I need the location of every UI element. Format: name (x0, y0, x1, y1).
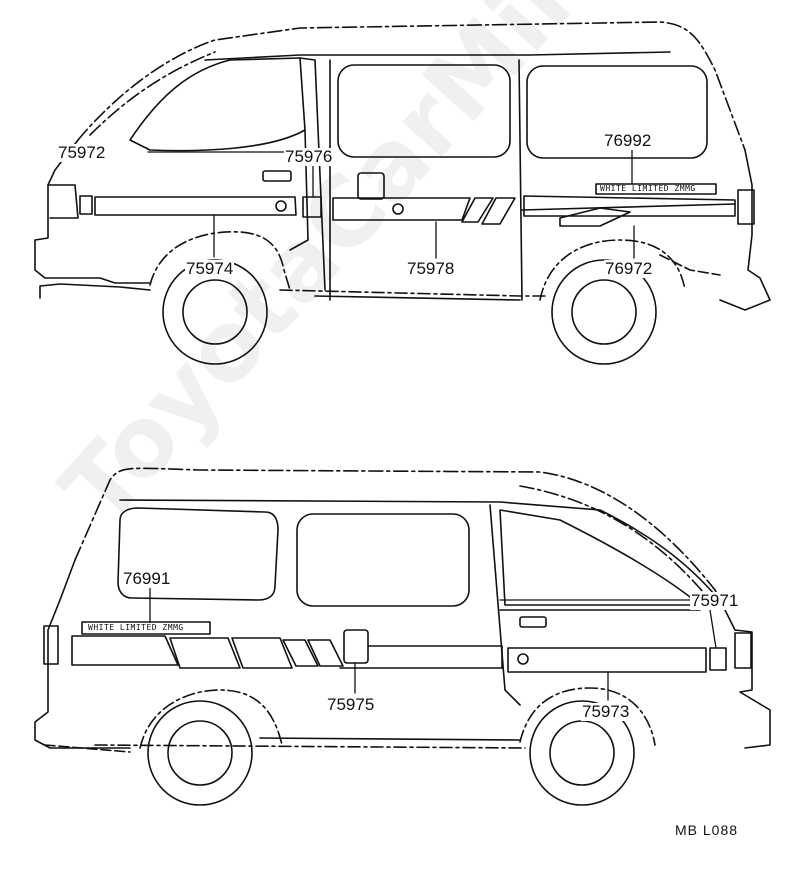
bottom-van-rear-wheel (147, 700, 253, 806)
bottom-van-roof-line (74, 467, 716, 591)
top-van-badge (595, 183, 717, 195)
callout-75975: 75975 (326, 695, 376, 714)
callout-76992: 76992 (603, 131, 653, 150)
top-van-stripe-middle (332, 197, 471, 221)
top-van-middle-window (337, 64, 511, 158)
callout-75976: 75976 (284, 147, 334, 166)
top-van-rear-window (526, 65, 708, 159)
top-van-roof-line (77, 21, 746, 151)
top-van (34, 21, 771, 365)
top-van-front (34, 139, 151, 284)
leader-lines (147, 149, 717, 701)
bottom-van (34, 467, 771, 806)
top-badge-lettering: WHITE LIMITED ZMMG (600, 184, 696, 193)
bottom-van-rear-window (117, 507, 279, 601)
callout-75971: 75971 (690, 591, 740, 610)
callout-76991: 76991 (122, 569, 172, 588)
bottom-van-middle-window (296, 513, 470, 607)
bottom-van-front-wheel (529, 700, 635, 806)
top-van-front-window (129, 57, 306, 152)
top-van-stripe-front (94, 196, 297, 216)
bottom-van-badge (81, 621, 211, 635)
callout-75974: 75974 (185, 259, 235, 278)
bottom-badge-lettering: WHITE LIMITED ZMMG (88, 623, 184, 632)
callout-75973: 75973 (581, 702, 631, 721)
callout-75978: 75978 (406, 259, 456, 278)
bottom-van-stripe-front (507, 647, 707, 673)
reference-code: MB L088 (675, 822, 739, 838)
bottom-van-stripe-rear (71, 635, 179, 666)
callout-75972: 75972 (57, 143, 107, 162)
callout-76972: 76972 (604, 259, 654, 278)
bottom-van-fuel-lid (343, 629, 369, 664)
